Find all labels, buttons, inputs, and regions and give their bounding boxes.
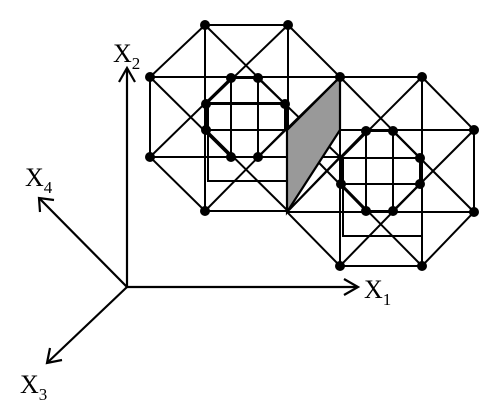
right-diag-6 xyxy=(339,183,421,267)
x1-label: X1 xyxy=(364,275,391,309)
vertex xyxy=(469,125,479,135)
shared-face-diagonal xyxy=(286,76,341,131)
vertex xyxy=(200,20,210,30)
right-diag-7 xyxy=(340,183,423,267)
vertex xyxy=(283,20,293,30)
x4-label: X4 xyxy=(25,163,53,197)
vertex xyxy=(253,73,263,83)
coordinate-axes: X1 X2 X3 X4 xyxy=(20,39,391,404)
left-diag-6 xyxy=(204,129,286,212)
x1-arrowhead xyxy=(343,278,361,296)
vertex xyxy=(388,126,398,136)
vertex xyxy=(417,72,427,82)
vertices xyxy=(145,20,479,271)
vertex xyxy=(417,261,427,271)
x3-axis xyxy=(46,286,128,364)
x3-arrowhead xyxy=(45,347,63,365)
right-inner-octagon xyxy=(340,130,421,212)
vertex xyxy=(335,72,345,82)
vertex xyxy=(280,99,290,109)
vertex xyxy=(415,179,425,189)
left-diag-5 xyxy=(149,77,232,158)
vertex xyxy=(388,206,398,216)
left-diag-3 xyxy=(205,24,289,105)
x2-label: X2 xyxy=(113,39,140,73)
vertex xyxy=(201,99,211,109)
vertex xyxy=(361,126,371,136)
vertex xyxy=(253,152,263,162)
vertex xyxy=(201,125,211,135)
right-diag-8 xyxy=(392,130,475,213)
vertex xyxy=(145,152,155,162)
vertex xyxy=(145,72,155,82)
vertex xyxy=(336,179,346,189)
x4-arrowhead xyxy=(37,196,55,213)
vertex xyxy=(200,206,210,216)
right-diag-3 xyxy=(340,76,423,159)
vertex xyxy=(469,207,479,217)
right-diag-5 xyxy=(286,130,367,213)
vertex xyxy=(415,153,425,163)
vertex xyxy=(226,152,236,162)
right-tesseract xyxy=(286,76,475,267)
x3-label: X3 xyxy=(20,370,47,404)
vertex xyxy=(361,206,371,216)
shared-face xyxy=(285,74,342,216)
x2-arrowhead xyxy=(118,65,136,83)
vertex xyxy=(335,261,345,271)
x4-axis xyxy=(38,197,128,288)
vertex xyxy=(226,73,236,83)
left-diag-7 xyxy=(205,129,289,212)
